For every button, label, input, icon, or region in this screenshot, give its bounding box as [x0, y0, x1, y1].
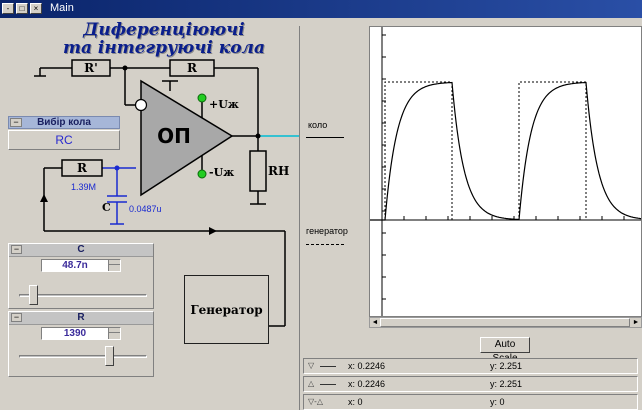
scope-ticks	[382, 34, 625, 300]
oscilloscope-panel: коло генератор ◄ ► Auto Scale ▽	[299, 26, 642, 410]
junction-dot	[122, 65, 128, 71]
up-arrow-icon	[40, 194, 48, 202]
collapse-button[interactable]: −	[11, 245, 22, 254]
r-input-label: R	[77, 161, 88, 175]
scope-axes	[370, 27, 641, 316]
window-titlebar: - □ × Main	[0, 0, 642, 18]
plus-supply-led-icon	[197, 93, 207, 103]
c-value-text[interactable]: 48.7n	[62, 260, 88, 271]
r-feedback-resistor	[169, 59, 215, 77]
c-value-spinbox[interactable]: 48.7n	[41, 259, 121, 272]
cursor1-icon[interactable]: ▽	[308, 361, 342, 371]
cursor1-x: x: 0.2246	[348, 361, 386, 371]
minus-supply-led-icon	[197, 169, 207, 179]
r-prime-label: R'	[84, 61, 98, 75]
cursor2-y: y: 2.251	[490, 379, 523, 389]
plus-supply-label: +Uж	[209, 98, 239, 111]
cursor-delta-x: x: 0	[348, 397, 363, 407]
r-load-label: RH	[268, 164, 289, 178]
window-title: Main	[50, 2, 74, 14]
maximize-button[interactable]: □	[16, 3, 28, 14]
junction-dot	[114, 165, 120, 171]
cursor-delta-icon: ▽-△	[308, 397, 323, 406]
c-value-label: 0.0487u	[129, 204, 162, 214]
c-label: C	[102, 201, 111, 214]
r-value-spinbox[interactable]: 1390	[41, 327, 121, 340]
close-button[interactable]: ×	[30, 3, 42, 14]
r-input-resistor	[61, 159, 103, 177]
scope-plot[interactable]	[369, 26, 642, 317]
collapse-button[interactable]: −	[10, 118, 22, 127]
circuit-select-title: Вибір кола	[37, 117, 91, 128]
r-control-title: R	[77, 312, 85, 323]
generator-block: Генератор	[184, 275, 269, 344]
r-feedback-label: R	[187, 61, 198, 75]
auto-scale-button[interactable]: Auto Scale	[480, 337, 530, 364]
circuit-select-header: − Вибір кола	[8, 116, 120, 129]
r-load-resistor	[249, 150, 267, 192]
circuit-diagram: R' R R RH ОП +Uж -Uж 1.39M C 0.0487u	[34, 59, 299, 327]
r-slider-track[interactable]	[19, 355, 147, 358]
circuit-title-line2: та інтегруючі кола	[62, 38, 266, 58]
legend-generator: генератор	[306, 226, 348, 236]
legend-generator-line	[306, 244, 344, 245]
c-control-header: − C	[9, 244, 153, 257]
scope-hscrollbar[interactable]: ◄ ►	[369, 317, 642, 328]
legend-circuit: коло	[308, 120, 328, 130]
c-control-title: C	[77, 244, 85, 255]
r-control-panel: − R 1390	[8, 311, 154, 377]
c-slider-thumb[interactable]	[28, 285, 38, 305]
generator-trace	[370, 81, 641, 221]
junction-dot	[255, 133, 261, 139]
cursor-delta-y: y: 0	[490, 397, 505, 407]
circuit-blue-wires	[102, 167, 136, 225]
r-control-header: − R	[9, 312, 153, 325]
r-slider-thumb[interactable]	[104, 346, 114, 366]
scroll-thumb[interactable]	[380, 318, 630, 327]
cursor1-y: y: 2.251	[490, 361, 523, 371]
cursor2-readout: △ x: 0.2246 y: 2.251	[303, 376, 638, 392]
inverting-input-circle	[134, 98, 148, 112]
minimize-button[interactable]: -	[2, 3, 14, 14]
scope-svg	[370, 27, 642, 316]
cursor-delta-readout: ▽-△ x: 0 y: 0	[303, 394, 638, 410]
circuit-title-line1: Диференціюючі	[83, 20, 245, 40]
r-prime-resistor	[71, 59, 111, 77]
opamp-label: ОП	[157, 124, 191, 148]
main-client-area: Диференціюючі та інтегруючі кола	[0, 18, 642, 410]
r-value-text[interactable]: 1390	[63, 328, 87, 339]
cursor1-readout: ▽ x: 0.2246 y: 2.251	[303, 358, 638, 374]
legend-circuit-line	[306, 137, 344, 138]
circuit-select-dropdown[interactable]: RC	[8, 130, 120, 150]
spin-arrows-icon[interactable]	[108, 260, 120, 271]
right-arrow-icon	[209, 227, 217, 235]
c-slider-track[interactable]	[19, 294, 147, 297]
cursor2-x: x: 0.2246	[348, 379, 386, 389]
minus-supply-label: -Uж	[209, 166, 234, 179]
scroll-right-icon[interactable]: ►	[632, 319, 640, 326]
c-control-panel: − C 48.7n	[8, 243, 154, 309]
opamp-triangle	[140, 79, 234, 197]
scroll-left-icon[interactable]: ◄	[371, 319, 379, 326]
scope-legend: коло генератор	[300, 26, 368, 326]
cursor2-icon[interactable]: △	[308, 379, 342, 389]
r-value-label: 1.39M	[71, 182, 96, 192]
collapse-button[interactable]: −	[11, 313, 22, 322]
circuit-trace	[370, 81, 642, 221]
circuit-title: Диференціюючі та інтегруючі кола	[44, 21, 284, 57]
spin-arrows-icon[interactable]	[108, 328, 120, 339]
